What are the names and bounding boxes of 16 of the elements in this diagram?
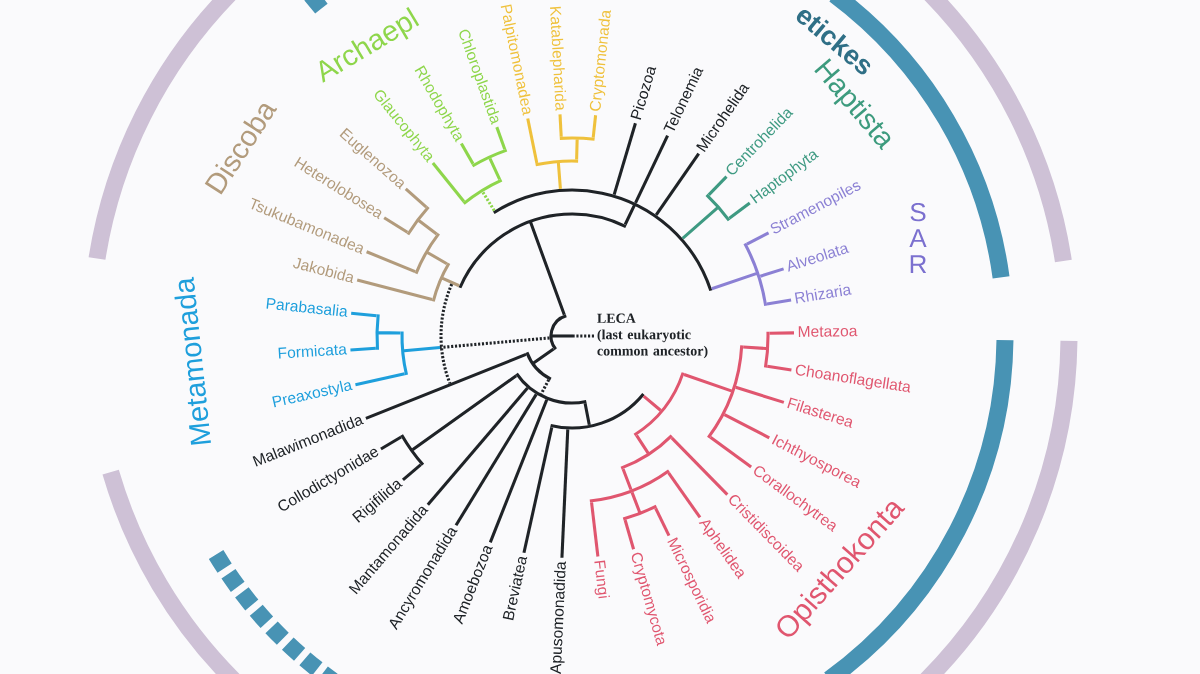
- taxon-label: Metazoa: [798, 326, 858, 337]
- taxon-label: Apusomonadida: [550, 561, 566, 674]
- taxon-label: Katablepharida: [549, 6, 567, 111]
- root-label: LECA (last eukaryotic common ancestor): [597, 313, 708, 359]
- clade-label: Metamonada: [174, 276, 211, 445]
- clade-label: SAR: [909, 202, 927, 274]
- taxon-label: Picozoa: [630, 67, 657, 120]
- root-arc: [549, 314, 567, 351]
- taxon-label: Formicata: [278, 344, 348, 359]
- leader-line: [550, 334, 594, 338]
- taxon-label: Fungi: [594, 560, 610, 599]
- taxon-label: Rhizaria: [794, 284, 852, 304]
- taxon-label: Breviatea: [502, 556, 528, 621]
- taxon-label: Parabasalia: [266, 297, 348, 317]
- taxon-label: Jakobida: [293, 257, 353, 284]
- taxon-label: Cryptomonada: [589, 10, 611, 111]
